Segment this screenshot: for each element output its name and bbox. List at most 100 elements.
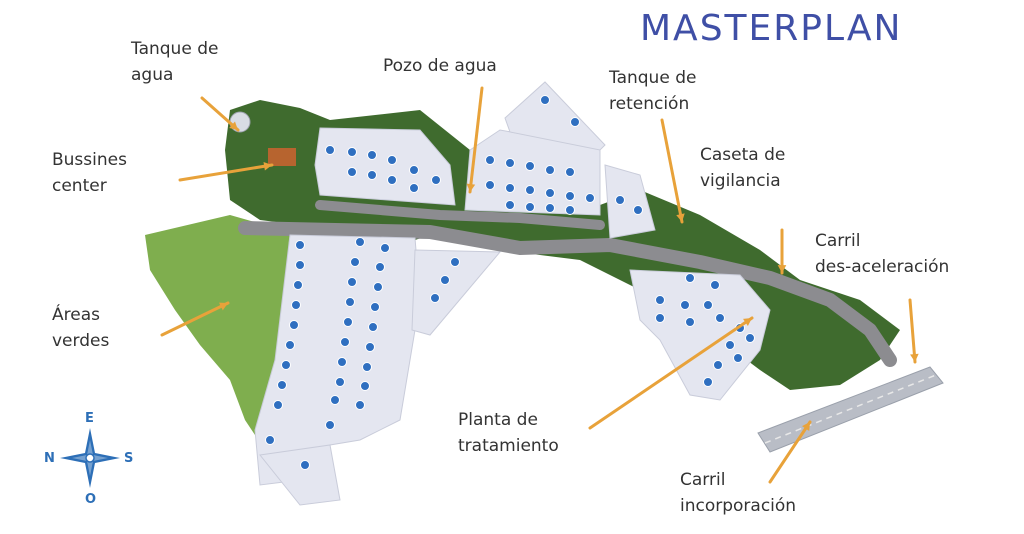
lot-marker [367,150,377,160]
lot-marker [300,460,310,470]
lot-marker [367,170,377,180]
lot-marker [325,420,335,430]
lot-marker [387,155,397,165]
lot-cluster-east-small [604,164,656,239]
lot-marker [545,165,555,175]
lot-marker [347,277,357,287]
lot-marker [265,435,275,445]
lot-marker [715,313,725,323]
lot-marker [570,117,580,127]
compass-west: O [85,492,97,507]
lot-marker [430,293,440,303]
lot-marker [505,183,515,193]
green-area-lawn [145,215,290,435]
lot-marker [409,165,419,175]
lot-marker [545,188,555,198]
lot-marker [725,340,735,350]
lot-marker [289,320,299,330]
water-tank [229,111,251,133]
lot-marker [440,275,450,285]
lot-cluster-southeast [629,269,771,401]
business-center-building [268,148,296,166]
arrow-carril-desaceleracion [908,298,919,364]
lot-marker [343,317,353,327]
compass-east: E [85,411,94,426]
lot-marker [655,295,665,305]
arrow-pozo-agua [466,86,484,194]
arrow-carril-incorporacion [768,420,812,484]
compass-rose [60,428,120,488]
lot-marker [545,203,555,213]
lot-marker [340,337,350,347]
lot-marker [285,340,295,350]
arrow-caseta-vigilancia [777,228,787,275]
upper-road [315,200,605,230]
lot-marker [525,161,535,171]
lot-marker [685,317,695,327]
lot-marker [505,158,515,168]
lot-marker [355,400,365,410]
lot-marker [710,280,720,290]
lot-marker [335,377,345,387]
lot-marker [713,360,723,370]
lot-marker [703,377,713,387]
masterplan-title: MASTERPLAN [640,8,903,49]
lot-marker [291,300,301,310]
lot-cluster-triangle [411,249,502,336]
arrow-areas-verdes [160,301,230,337]
lot-marker [345,297,355,307]
lot-marker [350,257,360,267]
lot-marker [525,202,535,212]
lot-marker [565,167,575,177]
compass-south: S [124,451,134,466]
lot-marker [565,191,575,201]
lot-marker [380,243,390,253]
lot-marker [368,322,378,332]
lot-marker [685,273,695,283]
lot-marker [525,185,535,195]
label-pozo-agua: Pozo de agua [383,56,497,76]
lot-marker [703,300,713,310]
lot-marker [585,193,595,203]
lot-marker [450,257,460,267]
lot-marker [373,282,383,292]
lot-marker [375,262,385,272]
lot-marker [362,362,372,372]
lot-marker [431,175,441,185]
lot-marker [360,381,370,391]
lot-markers [265,95,755,470]
lot-marker [337,357,347,367]
annotation-arrows [160,86,919,484]
lot-marker [365,342,375,352]
lot-marker [325,145,335,155]
lot-marker [281,360,291,370]
lot-marker [409,183,419,193]
lot-marker [680,300,690,310]
lot-marker [505,200,515,210]
lot-marker [295,260,305,270]
lot-marker [387,175,397,185]
arrow-planta-tratamiento [588,316,754,430]
lot-marker [485,155,495,165]
lot-marker [745,333,755,343]
lot-marker [330,395,340,405]
lot-marker [540,95,550,105]
lot-marker [370,302,380,312]
lot-marker [655,313,665,323]
lot-marker [347,167,357,177]
lot-marker [615,195,625,205]
arrow-tanque-retencion [660,118,685,224]
lot-marker [633,205,643,215]
arrow-tanque-agua [200,96,240,132]
lot-marker [273,400,283,410]
compass-north: N [44,451,55,466]
